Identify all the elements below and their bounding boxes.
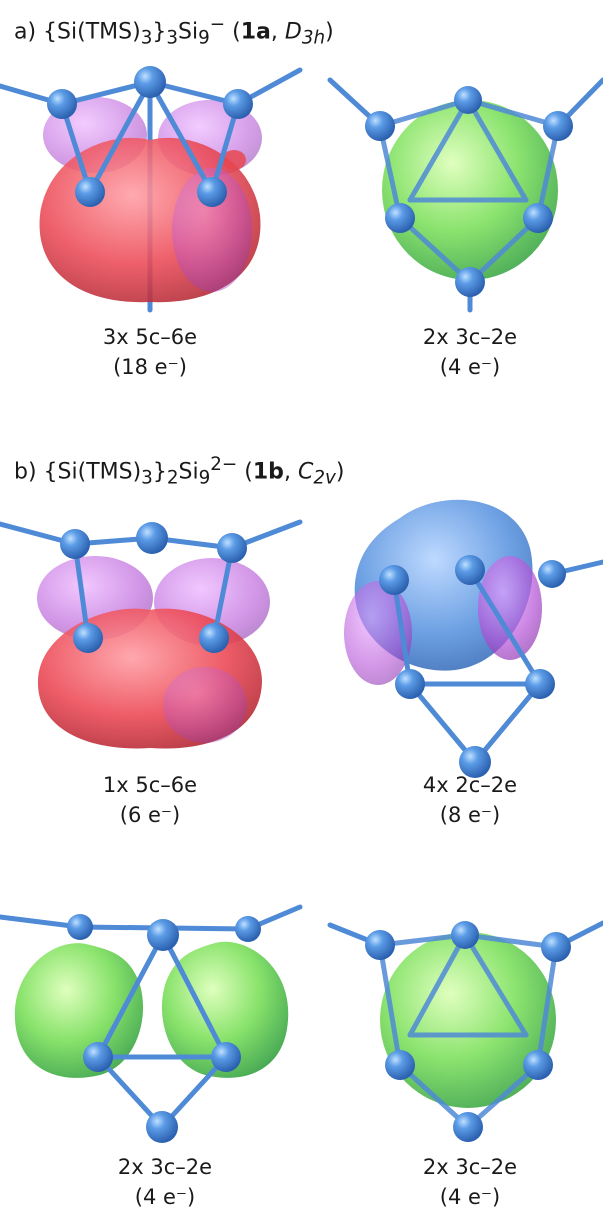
heading-text: Si (178, 459, 199, 485)
cluster-red-lobes-a1 (0, 66, 303, 313)
heading-text: b) {Si(TMS) (14, 459, 142, 485)
caption-b1: 1x 5c–6e (6 e⁻) (20, 770, 280, 830)
heading-superscript: − (209, 14, 226, 35)
bond-count-label: 4x 2c–2e (422, 773, 518, 797)
caption-a2: 2x 3c–2e (4 e⁻) (340, 322, 600, 382)
electron-count-label: (8 e⁻) (439, 803, 501, 827)
cluster-blue-lobes-b2 (344, 499, 603, 778)
electron-count-label: (4 e⁻) (439, 1185, 501, 1209)
heading-subscript: 2 (166, 467, 179, 489)
electron-count-label: (6 e⁻) (119, 803, 181, 827)
bond-count-label: 2x 3c–2e (422, 325, 518, 349)
heading-subscript: 3 (166, 27, 179, 49)
orbital-panel-b2 (330, 488, 603, 785)
compound-label: 1b (252, 459, 284, 485)
heading-text: } (152, 459, 167, 485)
heading-text: , (270, 19, 285, 45)
cluster-red-lobes-b1 (0, 519, 303, 749)
bond-count-label: 2x 3c–2e (422, 1155, 518, 1179)
orbital-panel-a2 (327, 60, 603, 313)
heading-subscript: 3 (140, 27, 153, 49)
heading-subscript: 3 (141, 467, 153, 489)
compound-label: 1a (240, 19, 271, 45)
caption-b3: 2x 3c–2e (4 e⁻) (35, 1152, 295, 1212)
bond-count-label: 1x 5c–6e (102, 773, 198, 797)
electron-count-label: (4 e⁻) (134, 1185, 196, 1209)
cluster-green-lobe-a2 (327, 77, 603, 313)
orbital-panel-b3 (0, 904, 303, 1145)
heading-text: ) (325, 19, 334, 45)
symmetry-subscript: 3h (301, 27, 326, 49)
heading-text: ( (237, 459, 253, 485)
caption-b2: 4x 2c–2e (8 e⁻) (340, 770, 600, 830)
heading-superscript: 2− (210, 454, 238, 475)
heading-text: , (283, 459, 298, 485)
heading-subscript: 9 (198, 467, 211, 489)
orbital-panel-b4 (327, 905, 603, 1145)
symmetry-subscript: 2v (313, 467, 336, 489)
electron-count-label: (18 e⁻) (113, 355, 187, 379)
cluster-green-lobe-b4 (327, 920, 603, 1142)
heading-text: } (152, 19, 167, 45)
symmetry-label: D (284, 19, 302, 45)
orbital-panel-a1 (0, 60, 303, 313)
heading-text: ( (225, 19, 241, 45)
cluster-green-lobes-b3 (0, 904, 303, 1143)
orbital-panel-b1 (0, 510, 303, 755)
heading-text: Si (178, 19, 199, 45)
heading-text: ) (335, 459, 345, 485)
bond-count-label: 3x 5c–6e (102, 325, 198, 349)
section-b-heading: b) {Si(TMS)3}2Si92− (1b, C2v) (14, 454, 344, 489)
heading-text: a) {Si(TMS) (14, 19, 141, 45)
symmetry-label: C (297, 459, 314, 485)
caption-a1: 3x 5c–6e (18 e⁻) (20, 322, 280, 382)
electron-count-label: (4 e⁻) (439, 355, 501, 379)
caption-b4: 2x 3c–2e (4 e⁻) (340, 1152, 600, 1212)
heading-subscript: 9 (198, 27, 210, 49)
bond-count-label: 2x 3c–2e (117, 1155, 213, 1179)
section-a-heading: a) {Si(TMS)3}3Si9− (1a, D3h) (14, 14, 334, 49)
